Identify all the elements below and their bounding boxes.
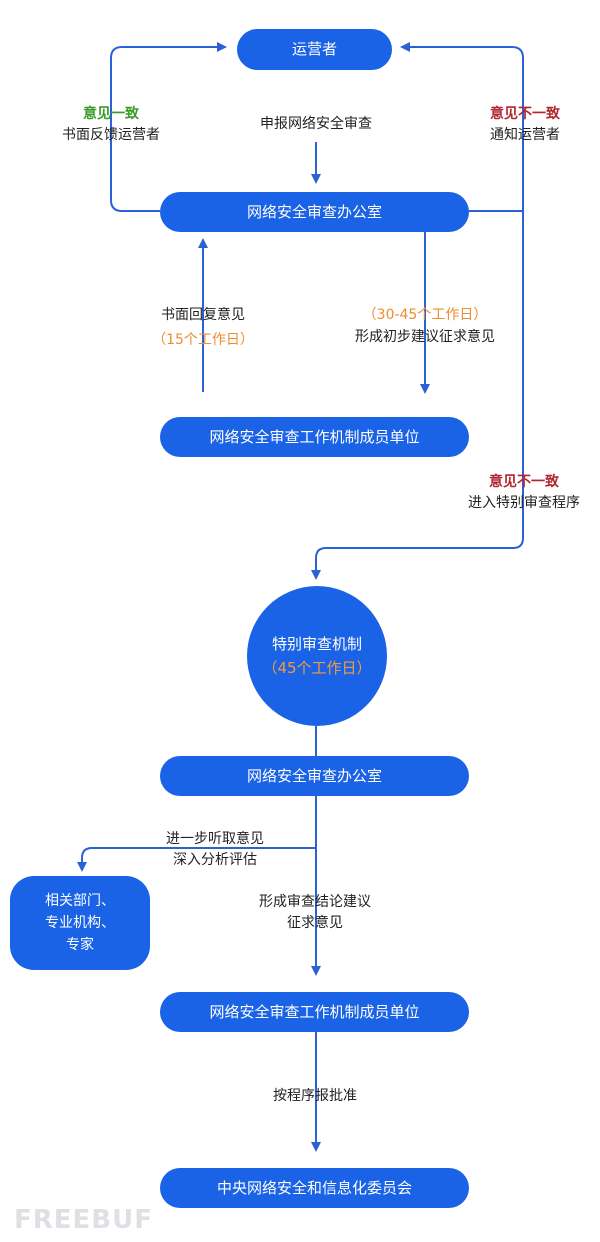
central-committee-node: 中央网络安全和信息化委员会: [160, 1168, 469, 1208]
conclusion-label-1: 形成审查结论建议: [259, 894, 371, 910]
operator-node: 运营者: [237, 29, 392, 70]
conclusion-label-2: 征求意见: [287, 915, 343, 931]
prelim-days-label: （30-45个工作日）: [362, 307, 488, 323]
related-depts-line-3: 专家: [66, 937, 94, 953]
prelim-opinion-label: 形成初步建议征求意见: [355, 329, 495, 345]
watermark-logo: FREEBUF: [14, 1205, 153, 1235]
written-reply-label: 书面回复意见: [161, 307, 245, 323]
review-office-node: 网络安全审查办公室: [160, 192, 469, 232]
member-units-node-2: 网络安全审查工作机制成员单位: [160, 992, 469, 1032]
agree-text: 书面反馈运营者: [62, 127, 160, 143]
agree-title: 意见一致: [83, 106, 139, 122]
arrow-to-special-review: [311, 211, 524, 580]
special-review-days: （45个工作日）: [262, 659, 372, 677]
related-depts-node: 相关部门、 专业机构、 专家: [10, 876, 150, 970]
related-depts-line-2: 专业机构、: [45, 915, 115, 931]
related-depts-line-1: 相关部门、: [45, 893, 115, 909]
disagree-title: 意见不一致: [490, 106, 560, 122]
special-review-node: 特别审查机制 （45个工作日）: [247, 586, 387, 726]
disagree-special-title: 意见不一致: [489, 474, 559, 490]
apply-review-label: 申报网络安全审查: [260, 116, 372, 132]
disagree-text: 通知运营者: [490, 127, 560, 143]
reply-days-label: （15个工作日）: [152, 332, 254, 348]
review-office-node-2: 网络安全审查办公室: [160, 756, 469, 796]
special-review-title: 特别审查机制: [271, 635, 362, 653]
disagree-special-text: 进入特别审查程序: [468, 495, 580, 511]
member-units-node: 网络安全审查工作机制成员单位: [160, 417, 469, 457]
further-opinion-label-1: 进一步听取意见: [166, 831, 264, 847]
submit-approval-label: 按程序报批准: [273, 1088, 357, 1104]
further-opinion-label-2: 深入分析评估: [173, 852, 257, 868]
